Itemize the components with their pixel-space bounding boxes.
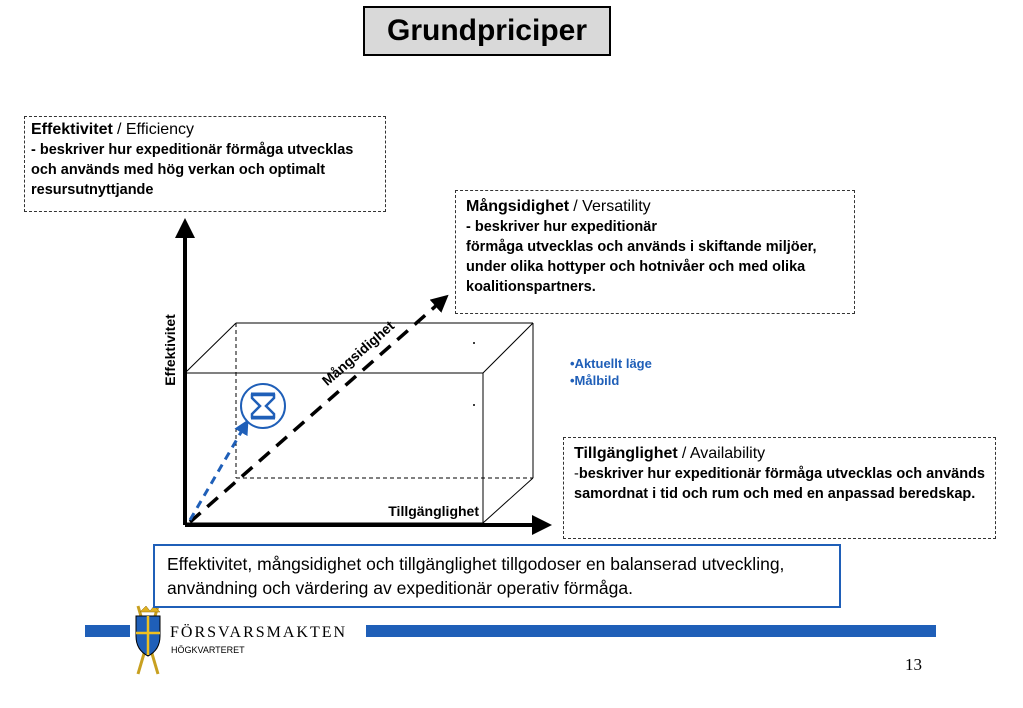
summary-box: Effektivitet, mångsidighet och tillgängl… (153, 544, 841, 608)
legend: •Aktuellt läge •Målbild (570, 355, 710, 389)
x-axis-label: Tillgänglighet (388, 503, 479, 519)
legend-item-current: •Aktuellt läge (570, 356, 652, 371)
versatility-description-1: - beskriver hur expeditionär (466, 219, 657, 235)
unit-name: HÖGKVARTERET (171, 645, 245, 655)
availability-term: Tillgänglighet (574, 445, 678, 462)
efficiency-description: - beskriver hur expeditionär förmåga utv… (31, 142, 354, 198)
cube-frame (184, 322, 534, 524)
footer-bar-left (85, 625, 130, 637)
legend-item-target: •Målbild (570, 373, 620, 388)
versatility-box: Mångsidighet / Versatility - beskriver h… (455, 190, 855, 314)
brand-name: FÖRSVARSMAKTEN (170, 624, 348, 641)
coat-of-arms-icon (135, 605, 161, 675)
efficiency-box: Effektivitet / Efficiency - beskriver hu… (24, 116, 386, 212)
footer-bar-right (366, 625, 936, 637)
availability-description: beskriver hur expeditionär förmåga utvec… (574, 466, 985, 502)
page-title: Grundpriciper (363, 6, 611, 56)
hourglass-icon (240, 383, 286, 429)
z-axis-arrow (188, 294, 449, 524)
versatility-english: / Versatility (573, 198, 651, 215)
availability-english: / Availability (681, 445, 766, 462)
versatility-description-2: förmåga utvecklas och används i skiftand… (466, 239, 817, 295)
efficiency-term: Effektivitet (31, 121, 113, 138)
availability-box: Tillgänglighet / Availability -beskriver… (563, 437, 996, 539)
availability-prefix: - (574, 466, 579, 482)
versatility-term: Mångsidighet (466, 198, 570, 215)
y-axis-label: Effektivitet (162, 314, 178, 386)
current-state-arrow (188, 419, 249, 521)
efficiency-english: / Efficiency (116, 121, 195, 138)
page-number: 13 (905, 655, 922, 674)
